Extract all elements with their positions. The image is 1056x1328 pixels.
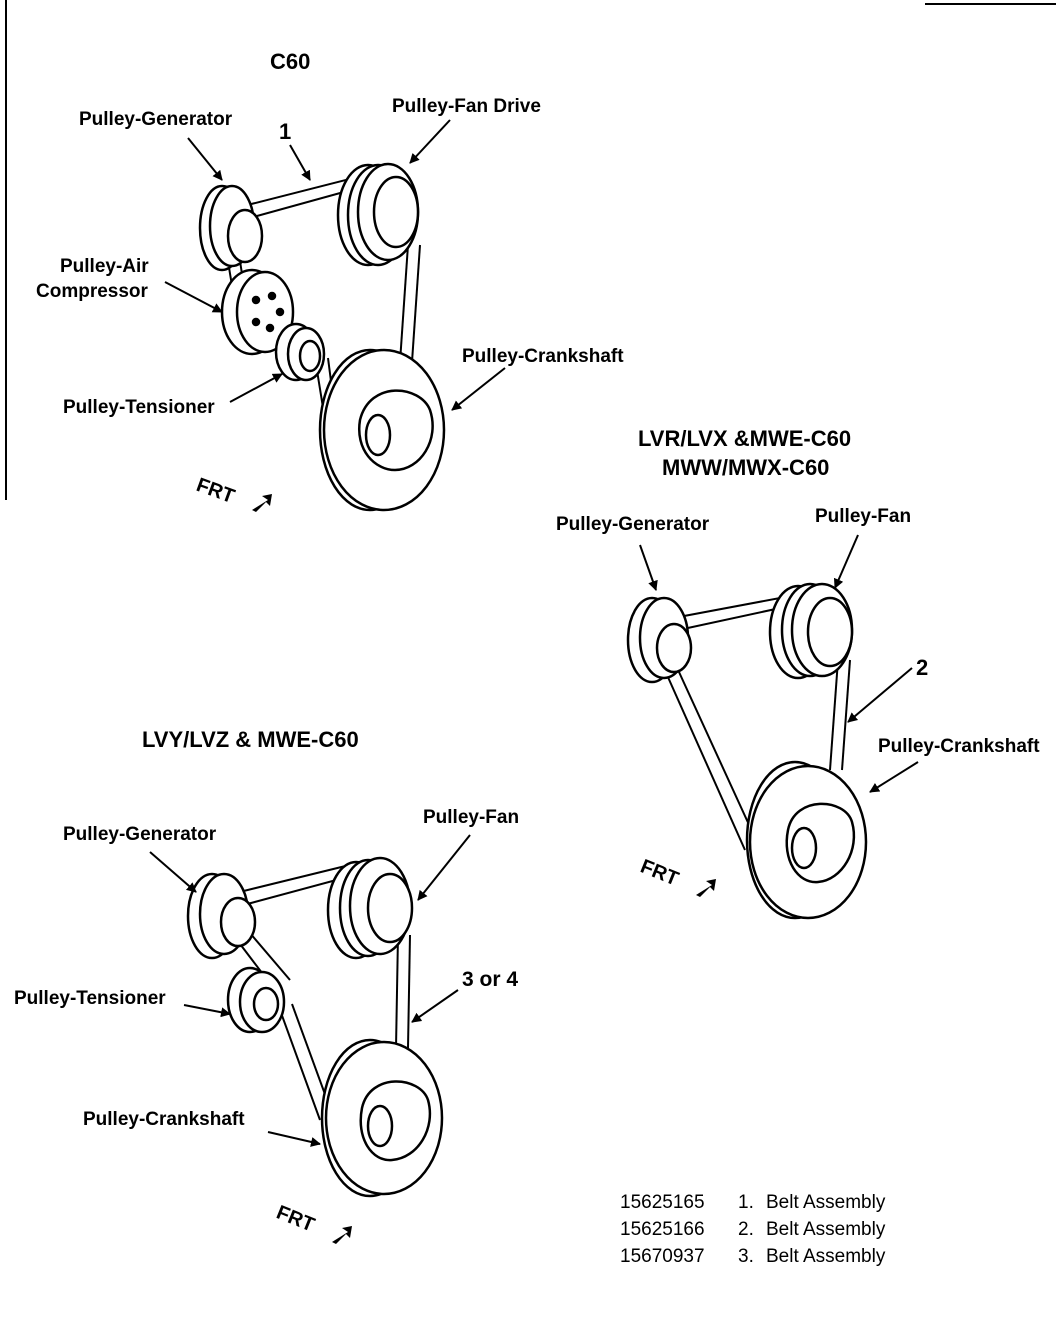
parts-list-row: 15670937 3. Belt Assembly (620, 1246, 885, 1273)
lvy-belt-number: 3 or 4 (462, 968, 519, 991)
c60-crankshaft-pulley (318, 348, 446, 512)
c60-air-compressor-label-line2: Compressor (36, 281, 148, 302)
lvy-tensioner-label: Pulley-Tensioner (14, 988, 166, 1009)
lvy-tensioner-pulley (226, 966, 286, 1034)
item-number: 3. (738, 1246, 754, 1267)
c60-air-compressor-label-line1: Pulley-Air (60, 256, 149, 277)
part-number: 15625166 (620, 1219, 705, 1240)
c60-tensioner-label: Pulley-Tensioner (63, 397, 215, 418)
lvr-belt-number: 2 (916, 655, 929, 680)
part-number: 15670937 (620, 1246, 705, 1267)
parts-list-row: 15625166 2. Belt Assembly (620, 1219, 885, 1246)
lvr-fan-pulley (768, 582, 854, 680)
lvr-title-line1: LVR/LVX &MWE-C60 (638, 426, 852, 451)
c60-leader-arrows (164, 119, 506, 411)
part-number: 15625165 (620, 1192, 705, 1213)
lvy-generator-pulley (186, 872, 257, 960)
c60-diagram (164, 119, 506, 512)
lvy-diagram (149, 834, 471, 1244)
c60-belt-number: 1 (279, 119, 292, 144)
lvy-front-arrow-icon (332, 1226, 352, 1244)
lvr-crankshaft-pulley (745, 760, 868, 920)
lvr-generator-pulley (626, 596, 693, 684)
lvr-title-line2: MWW/MWX-C60 (662, 455, 830, 480)
lvr-fan-label: Pulley-Fan (815, 506, 912, 527)
c60-crankshaft-label: Pulley-Crankshaft (462, 346, 624, 367)
lvy-title: LVY/LVZ & MWE-C60 (142, 727, 359, 752)
lvy-leader-arrows (149, 834, 471, 1147)
lvr-leader-arrows (639, 534, 919, 793)
parts-list: 15625165 1. Belt Assembly 15625166 2. Belt A… (620, 1192, 885, 1273)
lvr-diagram (626, 534, 919, 920)
lvr-generator-label: Pulley-Generator (556, 514, 710, 535)
c60-title: C60 (270, 49, 311, 74)
c60-fan-drive-label: Pulley-Fan Drive (392, 96, 541, 117)
lvr-front-arrow-icon (696, 879, 716, 897)
item-number: 1. (738, 1192, 754, 1213)
lvy-generator-label: Pulley-Generator (63, 824, 217, 845)
c60-generator-label: Pulley-Generator (79, 109, 233, 130)
lvy-fan-label: Pulley-Fan (423, 807, 520, 828)
lvy-crankshaft-pulley (320, 1038, 444, 1198)
c60-generator-pulley (198, 184, 264, 272)
lvy-crankshaft-label: Pulley-Crankshaft (83, 1109, 245, 1130)
c60-tensioner-pulley (274, 322, 326, 382)
parts-list-row: 15625165 1. Belt Assembly (620, 1192, 885, 1219)
lvr-crankshaft-label: Pulley-Crankshaft (878, 736, 1040, 757)
part-description: Belt Assembly (766, 1219, 886, 1240)
item-number: 2. (738, 1219, 754, 1240)
lvy-fan-pulley (326, 856, 414, 960)
c60-fan-drive-pulley (336, 162, 420, 267)
part-description: Belt Assembly (766, 1246, 886, 1267)
part-description: Belt Assembly (766, 1192, 886, 1213)
c60-front-arrow-icon (252, 494, 272, 512)
c60-air-compressor-pulley (220, 268, 295, 356)
